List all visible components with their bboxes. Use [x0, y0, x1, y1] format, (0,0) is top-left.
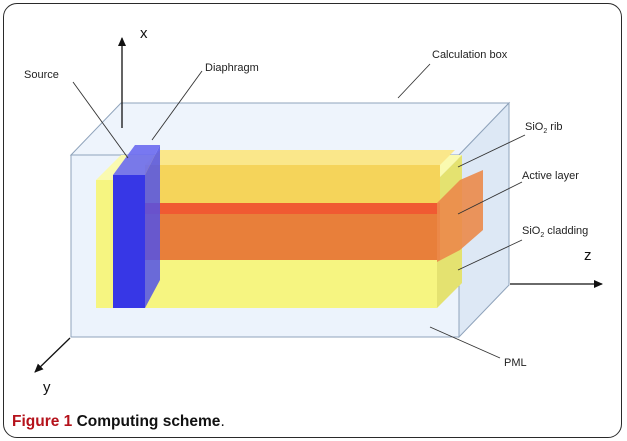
sio2-rib-label: SiO2 rib	[525, 121, 563, 135]
active-layer	[145, 170, 483, 262]
figure-caption-period: .	[220, 413, 225, 430]
sio2-rib	[145, 150, 455, 205]
pml-label: PML	[504, 357, 527, 369]
z-axis-label: z	[584, 247, 592, 264]
active-layer-leader-line	[457, 181, 523, 215]
sio2-cladding-label: SiO2 cladding	[522, 225, 588, 239]
diaphragm-label: Diaphragm	[205, 62, 259, 74]
source-leader-line	[72, 81, 129, 159]
figure-caption-text: Computing scheme	[72, 413, 221, 430]
calculation-box-label: Calculation box	[432, 49, 508, 61]
source-label: Source	[24, 69, 59, 81]
y-axis-label: y	[43, 379, 51, 396]
source-plane	[113, 145, 160, 308]
cladding-leader-line	[457, 239, 523, 271]
calculation-box-leader-line	[397, 63, 431, 99]
y-axis-arrow	[34, 337, 71, 373]
figure-caption: Figure 1 Computing scheme.	[12, 413, 225, 431]
diaphragm-leader-line	[151, 70, 203, 141]
figure-number: Figure 1	[12, 413, 73, 430]
rib-leader-line	[457, 134, 526, 168]
x-axis-label: x	[140, 25, 148, 42]
active-layer-label: Active layer	[522, 170, 579, 182]
pml-leader-line	[429, 326, 501, 359]
